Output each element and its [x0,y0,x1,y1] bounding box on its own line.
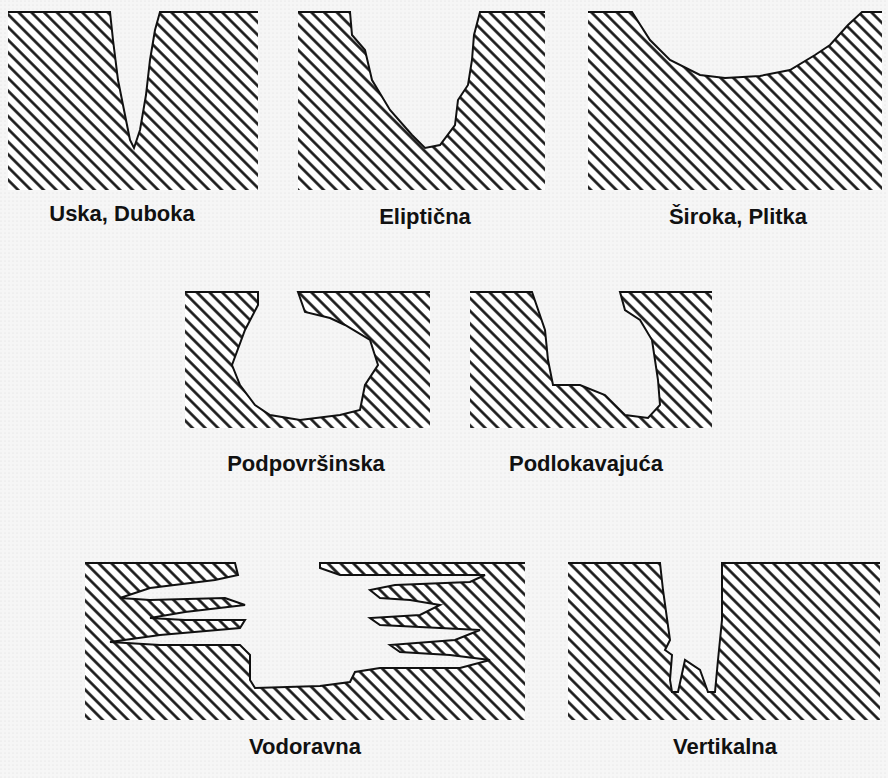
metal-hatching [298,12,545,190]
pit-outline [588,12,882,78]
metal-section [568,563,880,720]
metal-section [185,292,430,428]
metal-hatching [470,292,712,428]
pit-outline [470,292,712,418]
metal-hatching [85,563,525,720]
pit-outline [85,563,525,688]
pit-panel [8,12,258,190]
shape-caption: Vertikalna [673,734,777,760]
shape-caption: Široka, Plitka [669,204,807,230]
pit-outline [298,12,545,148]
metal-hatching [185,292,430,428]
metal-section [588,12,882,190]
pit-panel [185,292,430,428]
pit-panel [588,12,882,190]
pit-outline [185,292,430,420]
pit-panel [568,563,880,720]
shape-caption: Podpovršinska [227,451,385,477]
metal-section [8,12,258,190]
metal-hatching [588,12,882,190]
pit-panel [470,292,712,428]
metal-hatching [568,563,880,720]
pit-panel [298,12,545,190]
metal-section [85,563,525,720]
metal-hatching [8,12,258,190]
pit-outline [568,563,880,692]
shape-caption: Podlokavajuća [509,451,663,477]
shape-caption: Eliptična [379,204,471,230]
shape-caption: Vodoravna [249,734,361,760]
shape-caption: Uska, Duboka [49,201,195,227]
pit-panel [85,563,525,720]
pit-outline [8,12,258,148]
metal-section [470,292,712,428]
metal-section [298,12,545,190]
